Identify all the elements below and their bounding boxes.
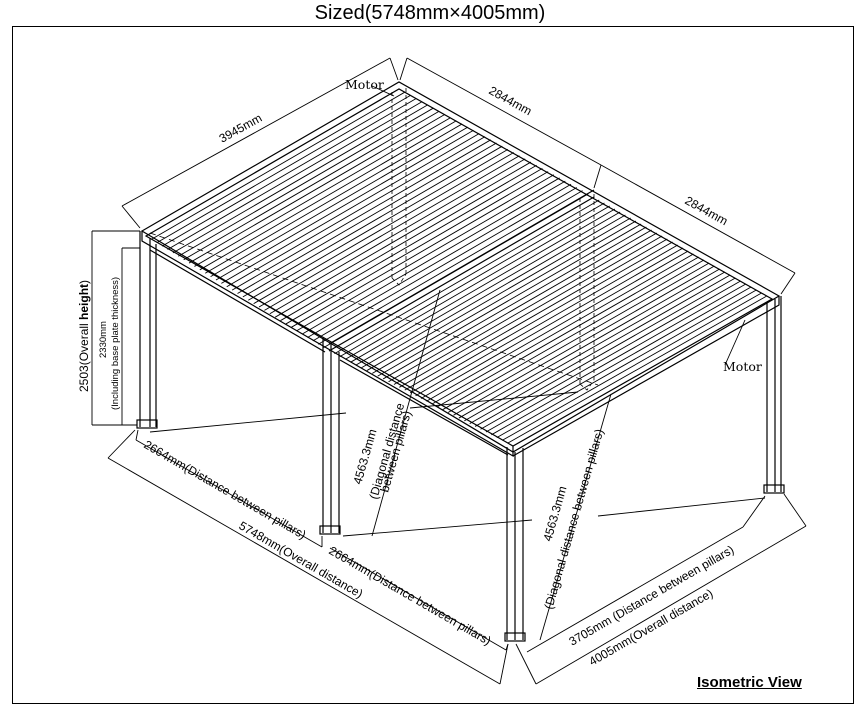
louver-slat — [453, 265, 715, 416]
louver-slat — [269, 161, 532, 315]
louver-slat — [248, 148, 509, 301]
louver-slat — [264, 158, 526, 311]
louver-slat — [226, 136, 486, 288]
louver-slat — [491, 286, 752, 436]
louver-slat — [496, 289, 757, 439]
louver-slat — [350, 208, 616, 363]
louver-slat — [312, 187, 578, 342]
louver-slat — [161, 98, 417, 247]
dim-2844-a: 2844mm — [487, 83, 535, 118]
louver-slat — [431, 253, 694, 405]
louver-slat — [301, 180, 566, 335]
louver-slat — [194, 117, 451, 267]
louver-slat — [355, 211, 621, 366]
louver-slat — [480, 280, 741, 430]
louver-slat — [291, 174, 555, 328]
view-label: Isometric View — [697, 674, 802, 691]
louver-slat — [442, 259, 705, 411]
louver-slat — [372, 220, 637, 374]
louver-slat — [274, 164, 537, 318]
dimension-lines — [91, 57, 807, 685]
louver-slat — [242, 145, 503, 298]
roof-louvers — [151, 91, 767, 444]
louver-slat — [231, 139, 491, 291]
louver-slat — [393, 232, 658, 385]
dim-pillars-left: 2664mm(Distance between pillars) — [142, 437, 309, 541]
motor-leaders — [371, 85, 746, 366]
louver-slat — [204, 123, 463, 274]
drawing-title: Sized(5748mm×4005mm) — [314, 2, 546, 24]
motor-label-right: Motor — [723, 359, 762, 374]
louver-slat — [167, 101, 423, 250]
louver-slat — [474, 277, 736, 427]
louver-slat — [420, 247, 684, 399]
louver-slat — [210, 126, 469, 277]
louver-slat — [156, 94, 411, 244]
louver-slat — [469, 274, 731, 425]
drawing-frame — [12, 26, 854, 704]
louver-slat — [307, 183, 572, 338]
louver-slat — [399, 235, 663, 388]
louver-slat — [221, 133, 480, 284]
louver-slat — [258, 155, 520, 308]
hidden-drain-lines — [149, 88, 599, 391]
louver-slat — [188, 114, 446, 264]
louver-slat — [178, 107, 434, 257]
louver-slat — [296, 177, 560, 332]
louver-slat — [253, 152, 514, 305]
louver-slat — [334, 199, 600, 355]
louver-slat — [458, 268, 720, 419]
louver-slat — [339, 202, 605, 357]
motor-label-top: Motor — [345, 77, 384, 92]
louver-slat — [215, 129, 474, 281]
louver-slat — [345, 205, 610, 360]
louver-slat — [501, 292, 762, 441]
louver-slat — [464, 271, 726, 422]
roof-frame — [140, 81, 781, 458]
louver-slat — [151, 91, 405, 240]
louver-slat — [183, 110, 440, 261]
louver-slat — [507, 295, 767, 444]
louver-slat — [366, 217, 631, 371]
louver-slat — [318, 190, 583, 345]
louver-slat — [437, 256, 699, 408]
inner-height-value: 2330mm — [98, 321, 109, 358]
inner-height-note: (Including base plate thickness) — [110, 277, 121, 410]
louver-slat — [285, 171, 549, 325]
louver-slat — [409, 241, 673, 394]
louver-slat — [485, 283, 747, 433]
louver-slat — [172, 104, 428, 254]
louver-slat — [447, 262, 710, 413]
pillars — [136, 231, 785, 642]
louver-slat — [382, 226, 647, 380]
louver-slat — [199, 120, 457, 271]
louver-slat — [280, 168, 543, 321]
overall-height-label: 2503(Overall height) — [77, 280, 91, 392]
louver-slat — [426, 250, 689, 402]
louver-slat — [361, 214, 626, 369]
louver-slat — [415, 244, 678, 397]
louver-slat — [404, 238, 668, 391]
louver-slat — [377, 223, 642, 377]
dim-2844-b: 2844mm — [683, 193, 731, 228]
louver-slat — [388, 229, 652, 383]
louver-slat — [237, 142, 497, 294]
